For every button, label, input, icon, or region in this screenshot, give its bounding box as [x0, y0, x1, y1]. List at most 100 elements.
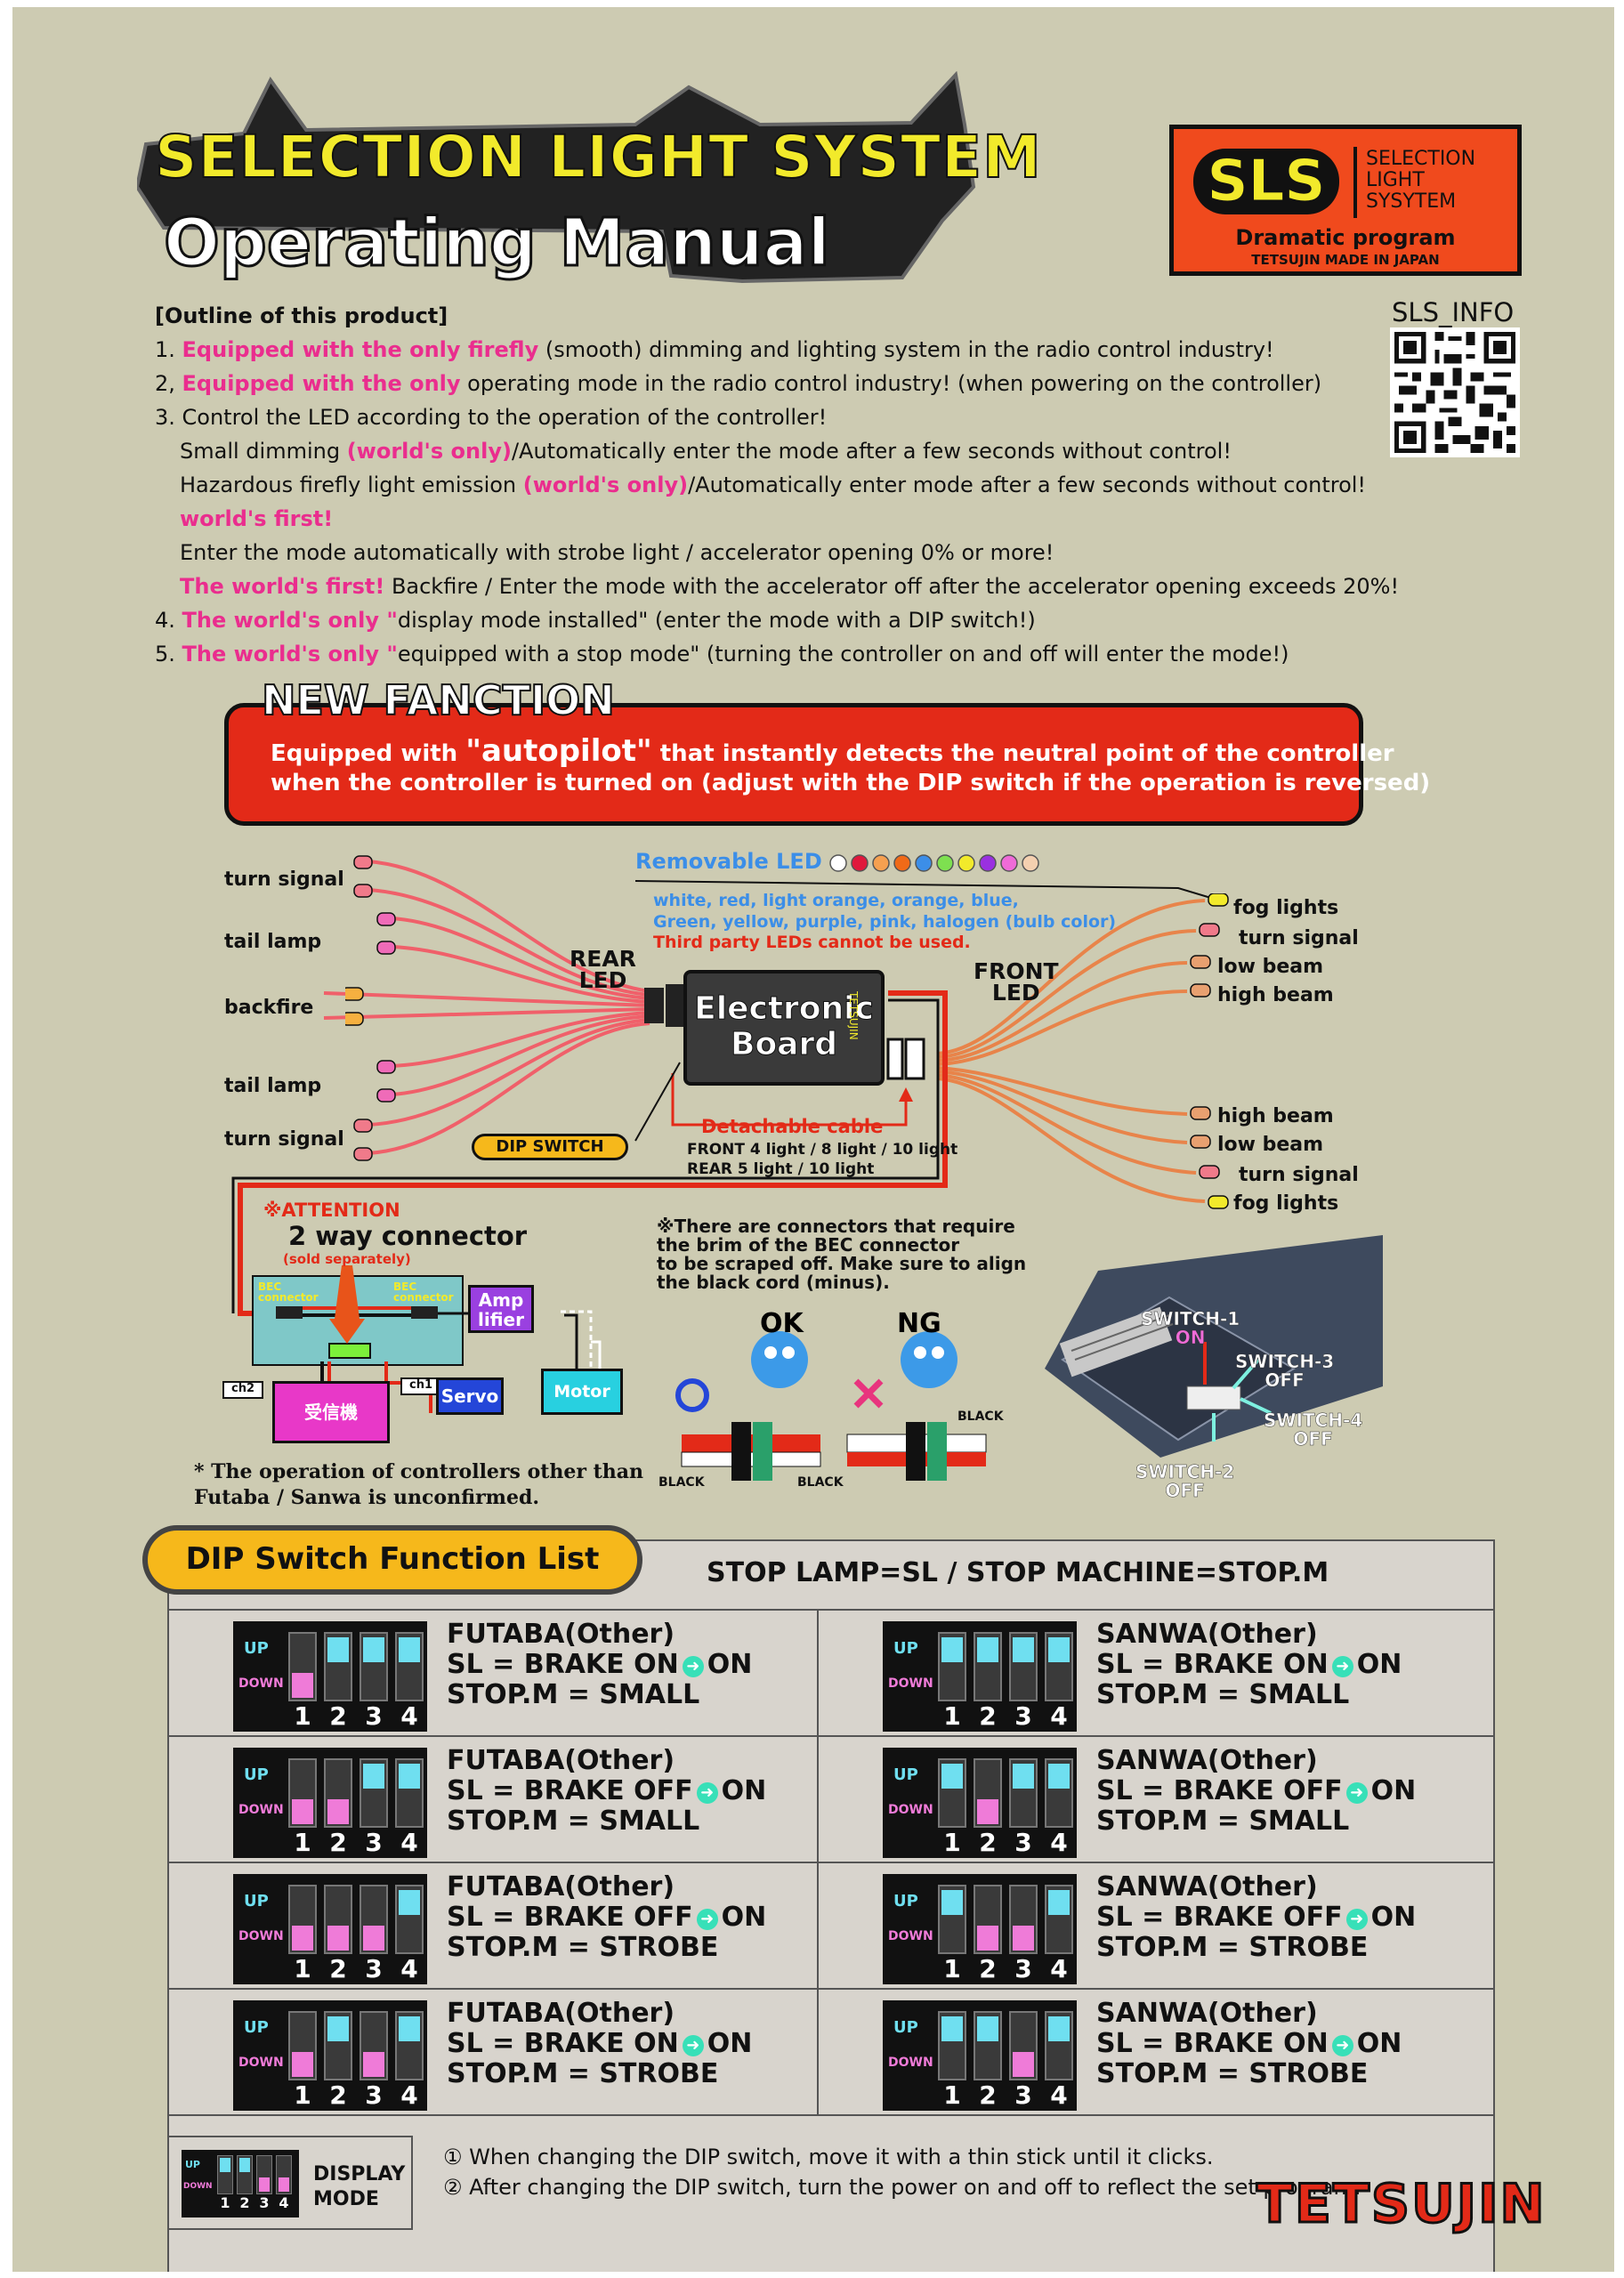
dip-up-label: UP	[893, 1639, 918, 1658]
dip-switch-number: 4	[1050, 1954, 1068, 1983]
dip-stop-machine: STOP.M = STROBE	[447, 1932, 719, 1963]
dip-switch-1	[938, 1632, 966, 1701]
outline-item: 1. Equipped with the only firefly (smoot…	[155, 333, 1401, 367]
dip-brand: FUTABA(Other)	[447, 1619, 675, 1650]
dip-switch-number: 2	[329, 1701, 347, 1731]
detachable-rear-spec: REAR 5 light / 10 light	[687, 1160, 875, 1178]
dip-switch-knob	[977, 2016, 998, 2041]
dip-switch-number: 3	[365, 1828, 383, 1857]
dip-switch-knob	[399, 1637, 420, 1662]
bec-note-line: to be scraped off. Make sure to align	[657, 1253, 1027, 1274]
rear-label-turn-signal: turn signal	[224, 868, 344, 891]
dip-switch-3	[1009, 2011, 1038, 2080]
outline-item: 4. The world's only "display mode instal…	[155, 603, 1401, 637]
dip-down-label: DOWN	[238, 1803, 284, 1817]
dip-stop-lamp: SL = BRAKE OFF➜ON	[1096, 1902, 1416, 1933]
switch-label-line: ON	[1175, 1327, 1206, 1348]
dip-switch-3	[360, 2011, 388, 2080]
dip-stop-lamp: SL = BRAKE ON➜ON	[1096, 1650, 1402, 1680]
dip-switch-knob	[941, 2016, 963, 2041]
front-label-turn-signal: turn signal	[1239, 1164, 1359, 1186]
front-label-low-beam: low beam	[1217, 1134, 1324, 1156]
dip-switch-number: 2	[979, 1828, 997, 1857]
dip-sl-on: ON	[707, 2028, 753, 2059]
dip-switch-number: 3	[365, 1701, 383, 1731]
electronic-board-label-line: Electronic	[694, 990, 875, 1027]
dip-brand: SANWA(Other)	[1096, 1619, 1318, 1650]
ch2-label: ch2	[222, 1381, 263, 1399]
dip-stop-lamp: SL = BRAKE ON➜ON	[447, 2029, 752, 2059]
tetsujin-logo: TETSUJIN	[1256, 2172, 1547, 2237]
bec-note-line: the brim of the BEC connector	[657, 1234, 960, 1256]
logo-name-line: LIGHT	[1366, 169, 1425, 191]
outline-highlight: (world's only)	[522, 473, 689, 497]
dip-switch-number: 4	[279, 2194, 289, 2211]
display-mode-label-line: DISPLAY	[313, 2163, 406, 2185]
rear-label-tail-lamp: tail lamp	[224, 931, 322, 953]
outline-item: 3. Control the LED according to the oper…	[155, 400, 1401, 434]
dip-switch-knob	[363, 1926, 384, 1951]
display-mode-switch-4	[276, 2155, 292, 2194]
removable-led-colors-line: Green, yellow, purple, pink, halogen (bu…	[653, 912, 1117, 932]
outline-text: Backfire / Enter the mode with the accel…	[384, 574, 1400, 599]
dip-stop-machine: STOP.M = STROBE	[1096, 2058, 1369, 2089]
outline-prefix: Small dimming	[180, 439, 347, 464]
amplifier-box: Amp lifier	[468, 1285, 534, 1333]
outline-item: 5. The world's only "equipped with a sto…	[155, 637, 1401, 671]
dip-down-label: DOWN	[888, 2056, 933, 2070]
manual-page: SELECTION LIGHT SYSTEM Operating Manual …	[12, 7, 1614, 2272]
dip-switch-knob	[363, 1764, 384, 1789]
dip-switch-knob	[279, 2177, 289, 2192]
rear-led-label-line: LED	[578, 967, 627, 993]
qr-code[interactable]	[1390, 327, 1520, 457]
switch-label-line: SWITCH-2	[1135, 1461, 1235, 1482]
wiring-diagram: turn signal tail lamp backfire tail lamp…	[12, 844, 1614, 1509]
dip-brand: FUTABA(Other)	[447, 1745, 675, 1776]
front-label-fog-lights: fog lights	[1233, 1192, 1339, 1215]
dip-switch-number: 3	[1014, 2080, 1032, 2110]
dip-switch-knob	[977, 1926, 998, 1951]
dip-down-label: DOWN	[238, 2056, 284, 2070]
outline-highlight: (world's only)	[346, 439, 512, 464]
servo-box: Servo	[436, 1377, 504, 1415]
outline-highlight: The world's only "	[182, 642, 398, 666]
logo-name-line: SELECTION	[1366, 148, 1476, 170]
dip-switch-4	[395, 2011, 424, 2080]
dip-switch-knob	[941, 1890, 963, 1915]
bec-connector-label: BEC connector	[393, 1280, 454, 1304]
dip-stop-machine: STOP.M = SMALL	[1096, 1679, 1350, 1710]
rear-label-tail-lamp: tail lamp	[224, 1075, 322, 1097]
dip-switch-number: 3	[365, 1954, 383, 1983]
dip-switch-knob	[1048, 2016, 1070, 2041]
led-color-swatch	[893, 854, 911, 872]
logo-program: Dramatic program	[1235, 225, 1456, 250]
dip-up-label: UP	[893, 1765, 918, 1784]
dip-up-label: UP	[244, 1892, 269, 1910]
dip-sl-on: ON	[721, 1775, 767, 1806]
dip-stop-machine: STOP.M = SMALL	[447, 1679, 700, 1710]
dip-stop-machine: STOP.M = STROBE	[1096, 1932, 1369, 1963]
led-color-swatch	[957, 854, 975, 872]
dip-switch-2	[974, 1885, 1002, 1954]
dip-switch-knob	[399, 2016, 420, 2041]
dip-brand: SANWA(Other)	[1096, 1745, 1318, 1776]
dip-switch-1	[288, 1758, 317, 1828]
removable-led-colors-line: white, red, light orange, orange, blue,	[653, 891, 1019, 910]
dip-switch-knob	[1048, 1637, 1070, 1662]
outline-prefix: 2,	[155, 371, 182, 396]
dip-switch-number: 4	[1050, 1828, 1068, 1857]
new-function-line2: when the controller is turned on (adjust…	[271, 770, 1431, 796]
dip-down-label: DOWN	[183, 2182, 213, 2191]
dip-switch-knob	[363, 2052, 384, 2077]
